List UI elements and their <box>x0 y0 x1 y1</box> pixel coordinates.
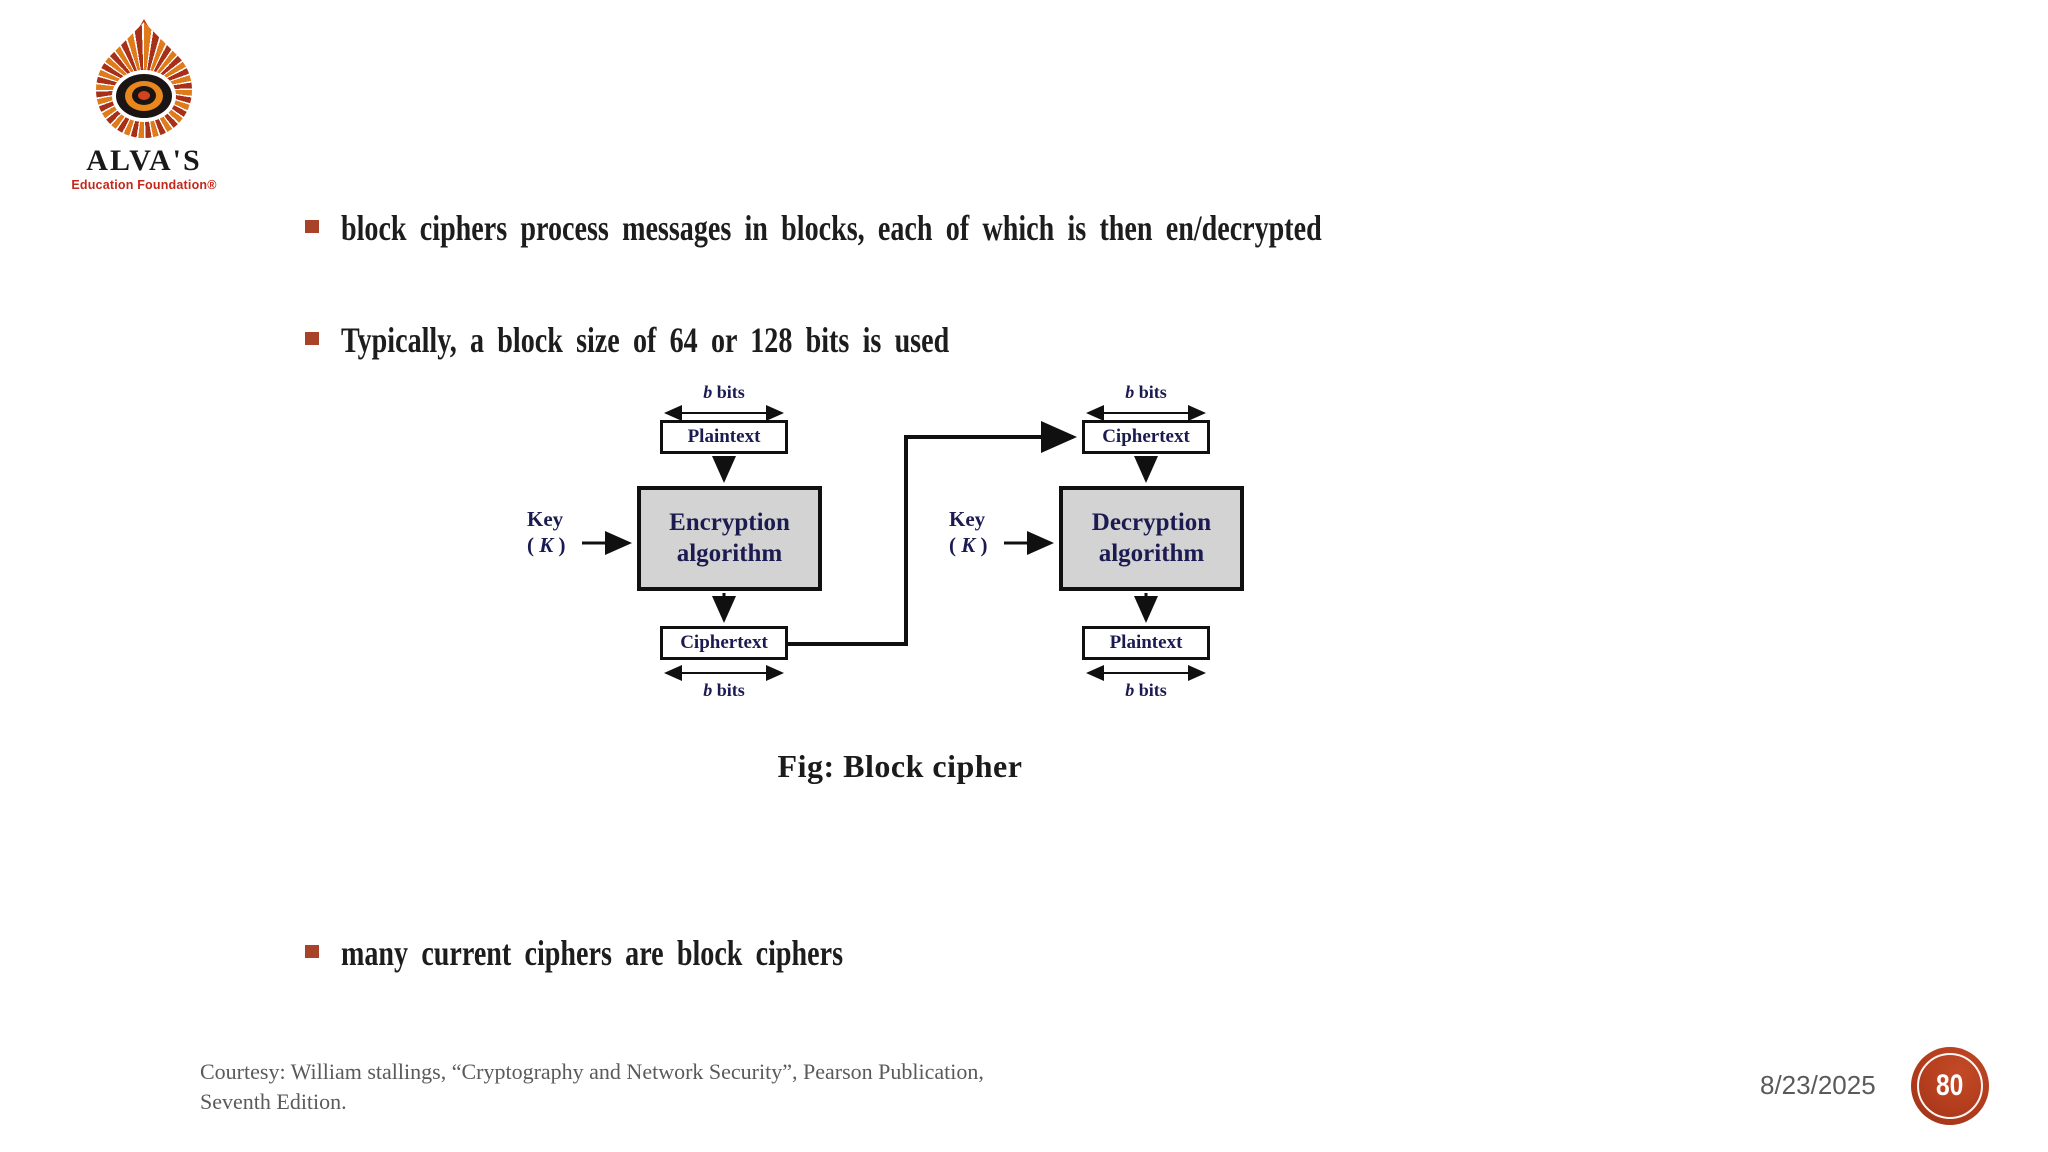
plaintext-box: Plaintext <box>660 420 788 454</box>
key-label: Key ( K ) <box>949 506 988 559</box>
width-label: b bits <box>703 382 745 402</box>
courtesy-line-1: Courtesy: William stallings, “Cryptograp… <box>200 1059 984 1084</box>
alvas-logo: ALVA'S Education Foundation® <box>68 19 220 192</box>
bullet-text: Typically, a block size of 64 or 128 bit… <box>341 320 950 360</box>
ciphertext-label: Ciphertext <box>680 632 768 653</box>
bullet-text: block ciphers process messages in blocks… <box>341 208 1322 248</box>
plaintext-box: Plaintext <box>1082 626 1210 660</box>
diagram-arrows-layer <box>582 405 1206 681</box>
width-label: b bits <box>703 680 745 700</box>
slide-date: 8/23/2025 <box>1760 1070 1876 1100</box>
plaintext-label: Plaintext <box>687 426 761 447</box>
page-number: 80 <box>1936 1069 1964 1102</box>
process-line: Decryption <box>1091 509 1212 536</box>
width-label: b bits <box>1125 680 1167 700</box>
width-label: b bits <box>1125 382 1167 402</box>
logo-title: ALVA'S <box>86 144 202 177</box>
plaintext-label: Plaintext <box>1109 632 1183 653</box>
bullet-icon <box>305 945 319 958</box>
process-line: algorithm <box>1098 539 1205 567</box>
encryption-algorithm-box: Encryption algorithm <box>637 486 822 591</box>
process-line: Encryption <box>669 509 790 536</box>
alvas-emblem-icon <box>76 19 212 158</box>
figure-caption: Fig: Block cipher <box>777 748 1023 784</box>
emblem-center-dot <box>138 91 150 100</box>
key-label: Key ( K ) <box>527 506 566 559</box>
bullet-item-3: many current ciphers are block ciphers <box>305 930 985 976</box>
courtesy-text: Courtesy: William stallings, “Cryptograp… <box>200 1057 984 1117</box>
ciphertext-box: Ciphertext <box>660 626 788 660</box>
ciphertext-label: Ciphertext <box>1102 426 1190 447</box>
key-word: Key <box>949 507 986 531</box>
page-number-badge: 80 <box>1911 1047 1989 1125</box>
bullet-icon <box>305 220 319 233</box>
key-symbol: ( K ) <box>949 533 988 558</box>
bullet-item-2: Typically, a block size of 64 or 128 bit… <box>305 317 1121 363</box>
bullet-icon <box>305 332 319 345</box>
process-line: algorithm <box>676 539 783 567</box>
bullet-item-1: block ciphers process messages in blocks… <box>305 205 1598 251</box>
ciphertext-box: Ciphertext <box>1082 420 1210 454</box>
key-symbol: ( K ) <box>527 533 566 558</box>
logo-subtitle: Education Foundation® <box>71 178 217 192</box>
bullet-text: many current ciphers are block ciphers <box>341 933 844 973</box>
ciphertext-connector-arrow <box>788 421 1077 646</box>
key-word: Key <box>527 507 564 531</box>
decryption-algorithm-box: Decryption algorithm <box>1059 486 1244 591</box>
courtesy-line-2: Seventh Edition. <box>200 1089 347 1114</box>
block-cipher-diagram: b bits Plaintext Key ( K ) Encryption al… <box>525 378 1255 718</box>
